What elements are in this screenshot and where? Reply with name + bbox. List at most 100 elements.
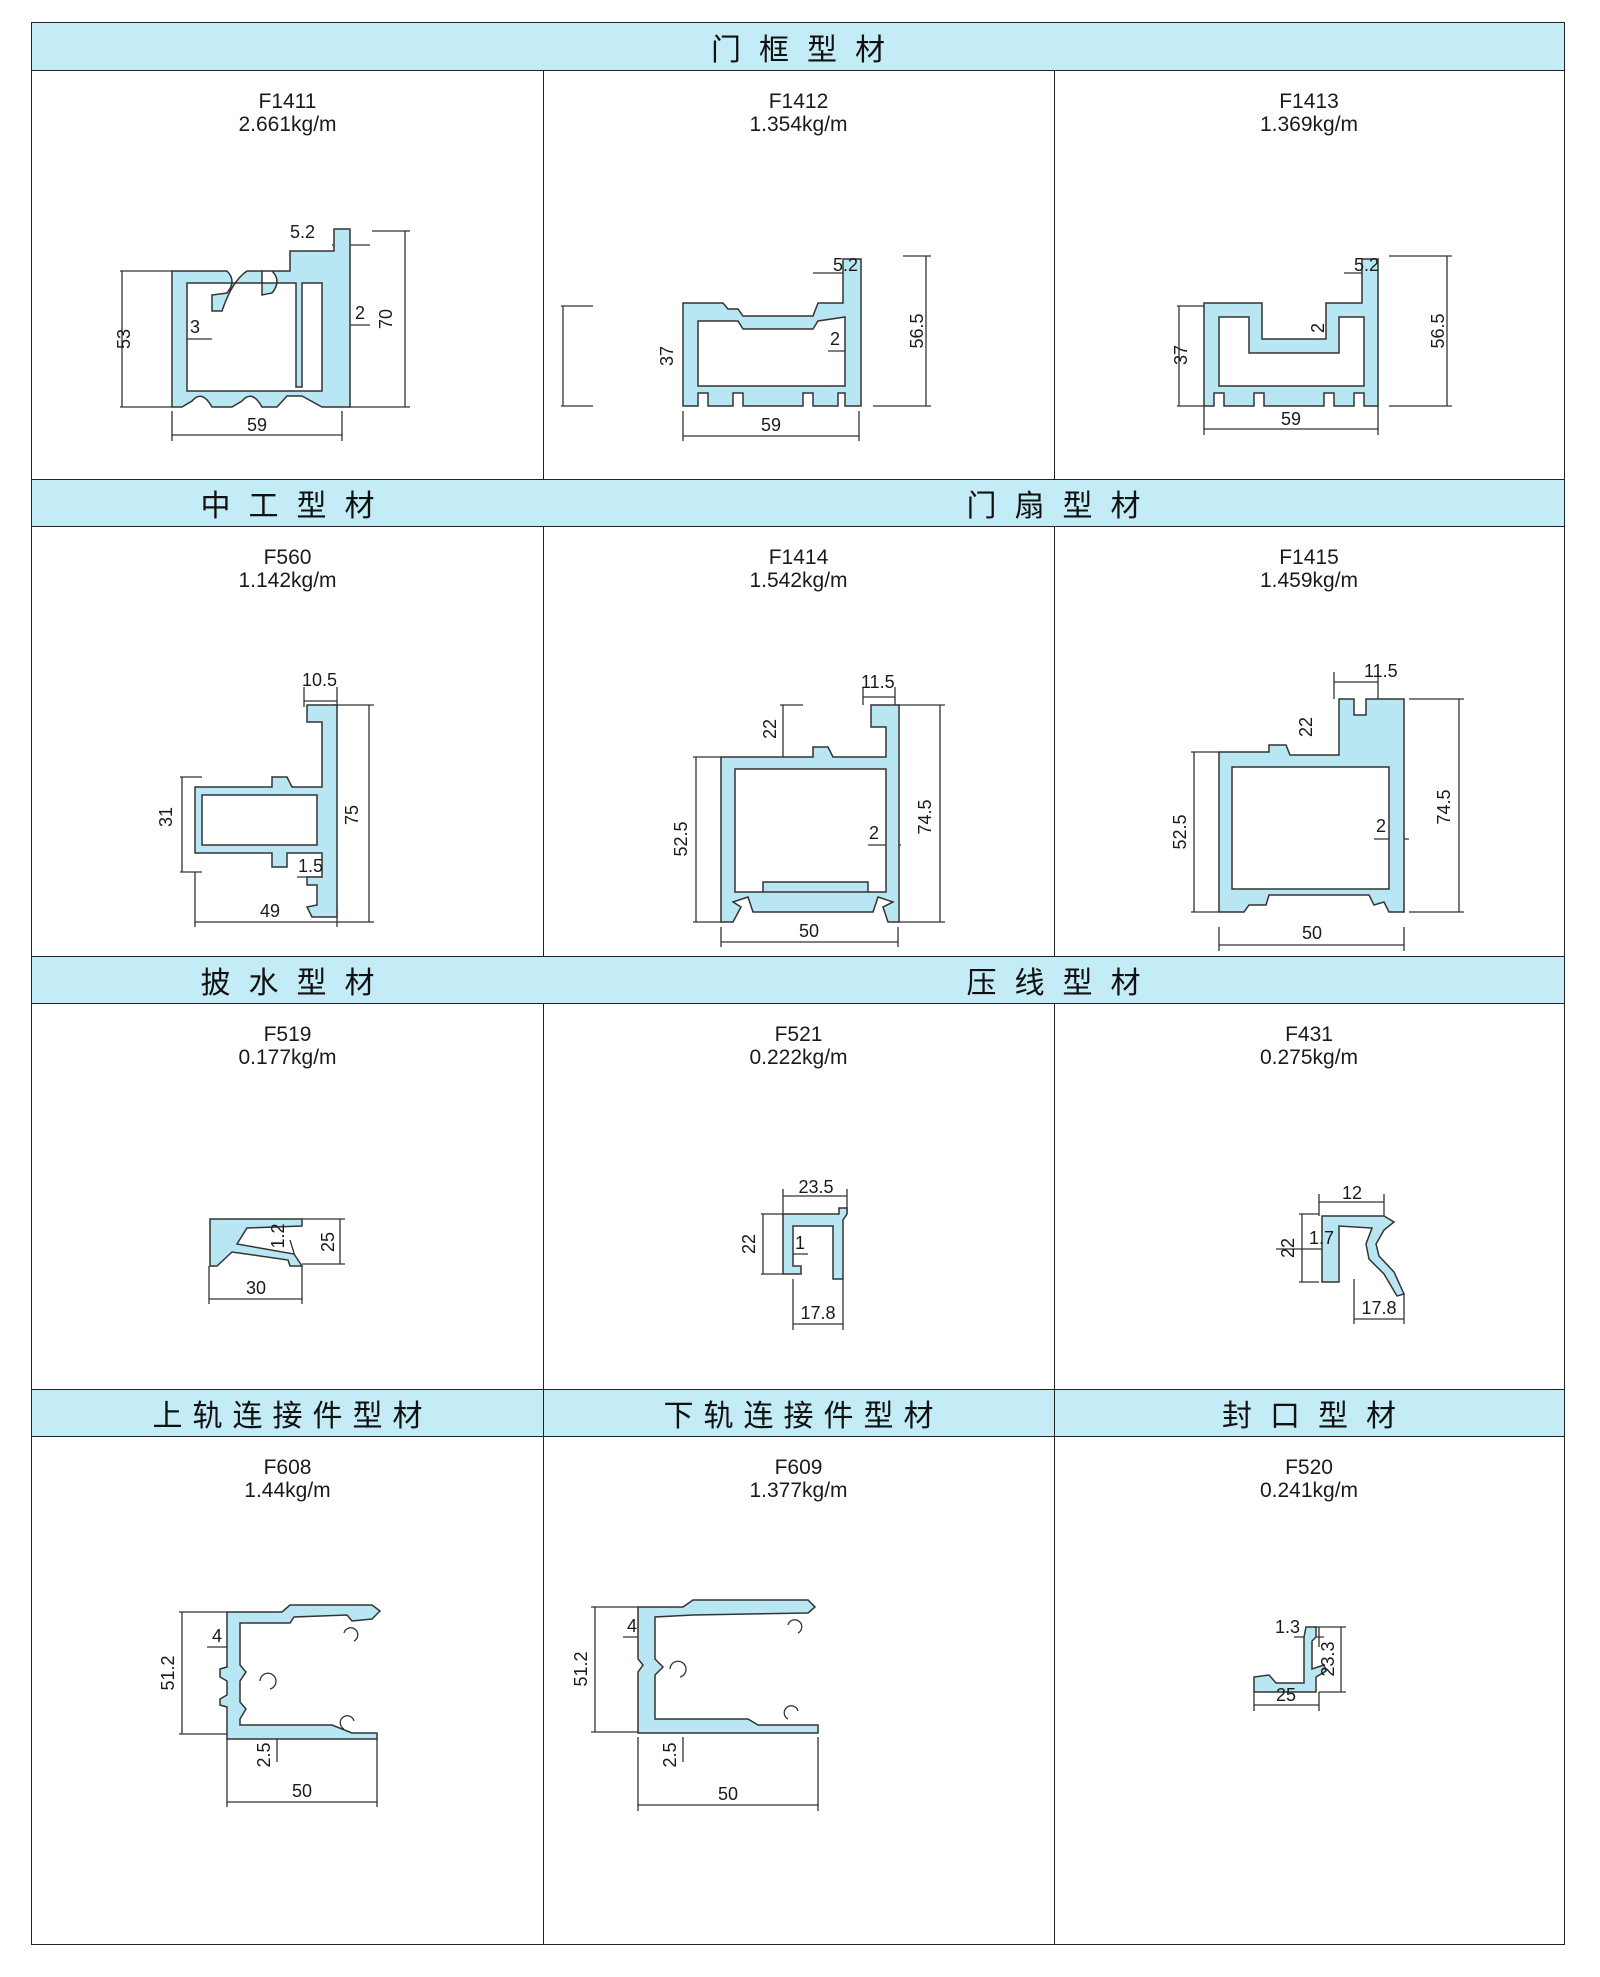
dim-label: 1.5: [298, 856, 323, 876]
profile-code: F521: [774, 1023, 823, 1046]
profile-drawing: 12 22 1.7 17.8: [1276, 1183, 1406, 1324]
dim-label: 59: [761, 415, 781, 435]
dim-label: 74.5: [915, 799, 935, 834]
dim-label: 52.5: [1170, 814, 1190, 849]
dim-label: 2: [869, 823, 879, 843]
dim-label: 37: [657, 346, 677, 366]
profile-card-f1411: F1411 2.661kg/m 5.2 53 3 2 70 59: [32, 71, 543, 479]
divider: [1054, 71, 1055, 479]
divider: [543, 71, 544, 479]
profile-card-f521: F521 0.222kg/m 23.5 22 1 17.8: [543, 1004, 1054, 1389]
catalog-sheet: 门框型材 中工型材 门扇型材 披水型材 压线型材 上轨连接件型材 下轨连接件型材…: [31, 22, 1565, 1945]
profile-drawing: 5.2 53 3 2 70 59: [114, 222, 410, 441]
profile-code: F560: [263, 546, 312, 569]
profile-weight: 0.275kg/m: [1259, 1046, 1359, 1069]
divider: [543, 527, 544, 956]
profile-card-f520: F520 0.241kg/m 1.3 23.3 25: [1054, 1437, 1564, 1945]
profile-code: F1411: [258, 90, 317, 113]
profile-card-f519: F519 0.177kg/m 1.2 25 30: [32, 1004, 543, 1389]
dim-label: 5.2: [1354, 255, 1379, 275]
dim-label: 53: [114, 329, 134, 349]
dim-label: 2.5: [254, 1742, 274, 1767]
profile-weight: 0.241kg/m: [1259, 1479, 1359, 1502]
section-header-mullion: 中工型材: [32, 479, 543, 527]
profile-card-f1414: F1414 1.542kg/m 11.5 22 52.5 2 74.5 50: [543, 527, 1054, 956]
profile-card-f1413: F1413 1.369kg/m 5.2 37 2 56.5 59: [1054, 71, 1564, 479]
dim-label: 10.5: [302, 670, 337, 690]
dim-label: 22: [1296, 717, 1316, 737]
profile-drawing: 5.2 37 2 56.5 59: [561, 255, 931, 441]
dim-label: 59: [1281, 409, 1301, 429]
dim-label: 37: [1171, 345, 1191, 365]
dim-label: 56.5: [1428, 313, 1448, 348]
dim-label: 50: [292, 1781, 312, 1801]
section-header-glazing-bead: 压线型材: [543, 956, 1564, 1004]
dim-label: 51.2: [571, 1651, 591, 1686]
dim-label: 59: [247, 415, 267, 435]
profile-code: F1415: [1279, 546, 1339, 569]
dim-label: 4: [212, 1626, 222, 1646]
profile-card-f1412: F1412 1.354kg/m 5.2 37 2 56.5 59: [543, 71, 1054, 479]
dim-label: 17.8: [1361, 1298, 1396, 1318]
profile-code: F519: [263, 1023, 312, 1046]
section-title: 封口型材: [1222, 1399, 1414, 1434]
section-header-drip: 披水型材: [32, 956, 543, 1004]
section-header-door-frame: 门框型材: [32, 23, 1564, 71]
dim-label: 23.3: [1318, 1641, 1338, 1676]
dim-label: 56.5: [907, 313, 927, 348]
profile-card-f608: F608 1.44kg/m 4 51.2 2.5 50: [32, 1437, 543, 1945]
divider: [1054, 1004, 1055, 1389]
dim-label: 2: [1308, 323, 1328, 333]
dim-label: 50: [1302, 923, 1322, 943]
divider: [543, 1389, 544, 1945]
dim-label: 70: [376, 309, 396, 329]
section-title: 上轨连接件型材: [152, 1399, 433, 1434]
profile-card-f1415: F1415 1.459kg/m 11.5 22 52.5 2 74.5 50: [1054, 527, 1564, 956]
dim-label: 25: [1276, 1685, 1296, 1705]
section-header-upper-rail-connector: 上轨连接件型材: [32, 1389, 543, 1437]
profile-drawing: 4 51.2 2.5 50: [571, 1599, 819, 1811]
section-header-lower-rail-connector: 下轨连接件型材: [543, 1389, 1054, 1437]
profile-card-f609: F609 1.377kg/m 4 51.2 2.5 50: [543, 1437, 1054, 1945]
profile-weight: 1.354kg/m: [749, 113, 848, 136]
profile-code: F1413: [1279, 90, 1339, 113]
profile-code: F1414: [768, 546, 829, 569]
dim-label: 30: [246, 1278, 266, 1298]
dim-label: 1.2: [268, 1223, 288, 1248]
section-title: 下轨连接件型材: [663, 1399, 944, 1434]
dim-label: 2.5: [660, 1742, 680, 1767]
dim-label: 50: [718, 1784, 738, 1804]
divider: [543, 1004, 544, 1389]
dim-label: 31: [156, 807, 176, 827]
profile-weight: 2.661kg/m: [238, 113, 337, 136]
dim-label: 25: [318, 1232, 338, 1252]
profile-weight: 1.142kg/m: [238, 569, 337, 592]
profile-weight: 1.542kg/m: [749, 569, 848, 592]
profile-drawing: 11.5 22 52.5 2 74.5 50: [1170, 661, 1464, 951]
dim-label: 22: [1278, 1238, 1298, 1258]
profile-weight: 1.44kg/m: [244, 1479, 331, 1502]
dim-label: 51.2: [158, 1655, 178, 1690]
dim-label: 52.5: [671, 821, 691, 856]
section-title: 中工型材: [200, 489, 393, 524]
dim-label: 5.2: [290, 222, 315, 242]
profile-weight: 1.369kg/m: [1259, 113, 1359, 136]
divider: [1054, 1389, 1055, 1945]
section-header-door-sash: 门扇型材: [543, 479, 1564, 527]
profile-drawing: 1.3 23.3 25: [1253, 1617, 1346, 1711]
profile-code: F609: [774, 1456, 823, 1479]
dim-label: 22: [760, 719, 780, 739]
dim-label: 3: [190, 317, 200, 337]
dim-label: 75: [342, 805, 362, 825]
dim-label: 1.7: [1309, 1228, 1334, 1248]
profile-drawing: 1.2 25 30: [208, 1218, 345, 1304]
section-header-sealing: 封口型材: [1054, 1389, 1564, 1437]
profile-weight: 1.377kg/m: [749, 1479, 848, 1502]
profile-code: F608: [263, 1456, 312, 1479]
dim-label: 2: [355, 303, 365, 323]
dim-label: 49: [260, 901, 280, 921]
dim-label: 2: [830, 329, 840, 349]
profile-code: F1412: [768, 90, 829, 113]
profile-drawing: 5.2 37 2 56.5 59: [1171, 255, 1452, 435]
profile-weight: 0.177kg/m: [238, 1046, 337, 1069]
